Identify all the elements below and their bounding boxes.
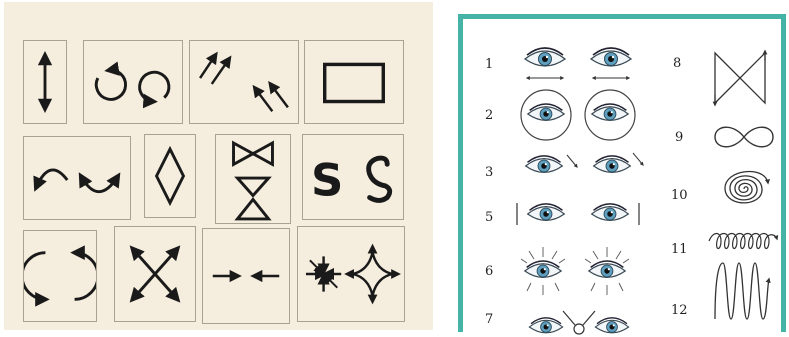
- eye-exercise-panel: 1 2 3 5 6 7: [458, 14, 786, 332]
- tile-arc-arrows: [23, 136, 131, 220]
- arc-arrows-icon: [24, 137, 130, 219]
- exercise-number: 7: [485, 313, 493, 326]
- tile-converging-arrows: [202, 228, 290, 324]
- tile-diagonal-arrows: [189, 40, 299, 124]
- exercise-number: 2: [485, 109, 493, 122]
- s-shapes-icon: S: [303, 135, 403, 219]
- exercise-number: 8: [673, 57, 681, 70]
- tile-vertical-arrow: [23, 40, 67, 124]
- diagonal-arrows-icon: [190, 41, 298, 123]
- spiral-icon: [715, 161, 773, 217]
- exercise-number: 5: [485, 211, 493, 224]
- tile-s-shapes: S: [302, 134, 404, 220]
- exercise-number: 3: [485, 166, 493, 179]
- eyes-side-to-side-icon: [519, 45, 639, 85]
- exercise-number: 11: [671, 243, 688, 256]
- exercise-number: 12: [671, 304, 688, 317]
- bowtie-path-icon: [709, 45, 773, 111]
- converging-arrows-icon: [203, 229, 289, 323]
- tile-circle-arrows-2: [23, 230, 97, 322]
- zigzag-loops-icon: [709, 257, 775, 327]
- tile-cross-arrows: [114, 226, 196, 322]
- bowtie-hourglass-icon: [216, 135, 290, 223]
- exercise-number: 1: [485, 58, 493, 71]
- tile-bowtie: [215, 134, 291, 224]
- two-circular-arrows-icon: [84, 41, 182, 123]
- eyes-blink-icon: [513, 199, 643, 229]
- exercise-number: 6: [485, 265, 493, 278]
- tile-diamond: [144, 134, 196, 218]
- exercise-number: 9: [675, 131, 683, 144]
- tile-star-burst: [297, 226, 405, 322]
- cross-arrows-icon: [115, 227, 195, 321]
- tile-letter: S: [311, 154, 343, 207]
- loops-icon: [705, 229, 781, 255]
- infinity-icon: [711, 121, 777, 153]
- movement-pattern-chart: S: [4, 2, 433, 330]
- tile-circle-arrows: [83, 40, 183, 124]
- star-burst-icon: [298, 227, 404, 321]
- eyes-circles-icon: [513, 87, 643, 143]
- eyes-diagonal-icon: [519, 149, 645, 181]
- circle-arrows-icon: [24, 231, 96, 321]
- diamond-icon: [145, 135, 195, 217]
- exercise-number: 10: [671, 189, 688, 202]
- vertical-double-arrow-icon: [24, 41, 66, 123]
- tile-rectangle: [304, 40, 404, 124]
- rectangle-icon: [305, 41, 403, 123]
- eyes-wide-open-icon: [517, 243, 641, 299]
